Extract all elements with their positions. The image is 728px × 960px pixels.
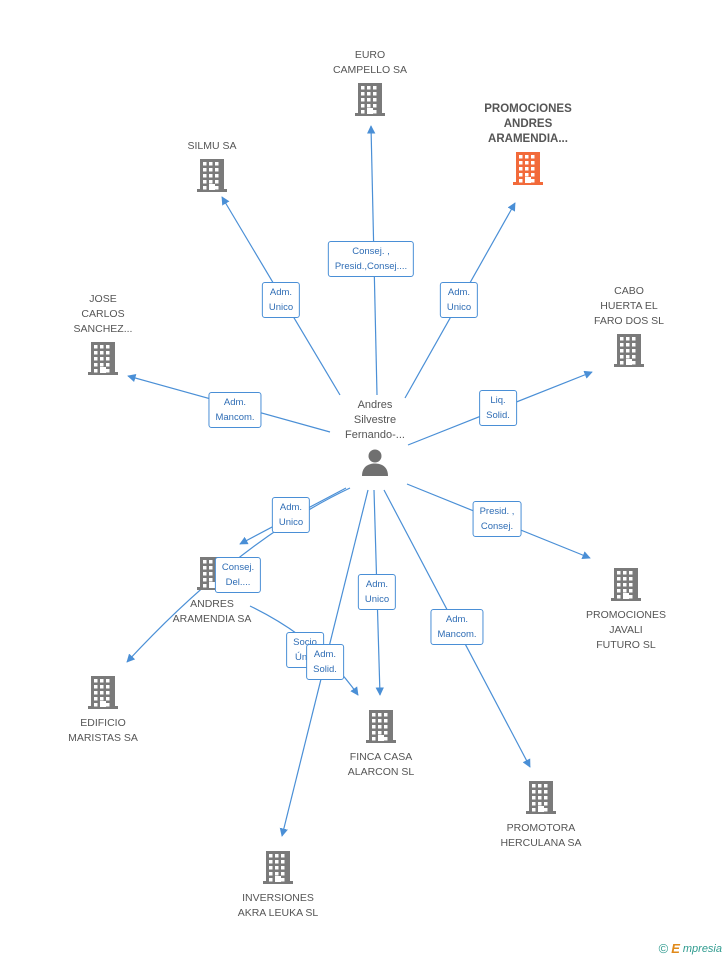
person-icon bbox=[362, 449, 388, 476]
company-node-promotora-herculana[interactable]: PROMOTORA HERCULANA SA bbox=[476, 776, 606, 851]
center-person-label: Andres Silvestre Fernando-... bbox=[345, 399, 405, 441]
company-label: INVERSIONES AKRA LEUKA SL bbox=[237, 892, 319, 919]
edge-label[interactable]: Consej. Del.... bbox=[214, 557, 262, 593]
company-node-promociones-andres[interactable]: PROMOCIONES ANDRES ARAMENDIA... bbox=[463, 102, 593, 190]
company-node-finca-casa[interactable]: FINCA CASA ALARCON SL bbox=[316, 705, 446, 780]
edge-label[interactable]: Adm. Unico bbox=[261, 282, 301, 318]
company-node-promociones-javali[interactable]: PROMOCIONES JAVALI FUTURO SL bbox=[561, 563, 691, 653]
building-icon bbox=[513, 147, 543, 190]
company-node-cabo-huerta[interactable]: CABO HUERTA EL FARO DOS SL bbox=[564, 284, 694, 372]
edge-label[interactable]: Adm. Unico bbox=[271, 497, 311, 533]
building-icon bbox=[88, 671, 118, 714]
company-label: JOSE CARLOS SANCHEZ... bbox=[73, 293, 133, 335]
company-label: PROMOTORA HERCULANA SA bbox=[500, 822, 582, 849]
building-icon bbox=[355, 78, 385, 121]
edge-label[interactable]: Presid. , Consej. bbox=[472, 501, 522, 537]
brand-name: mpresia bbox=[682, 942, 722, 955]
company-node-silmu[interactable]: SILMU SA bbox=[147, 139, 277, 197]
building-icon bbox=[366, 705, 396, 748]
building-icon bbox=[526, 776, 556, 819]
company-node-inversiones-akra[interactable]: INVERSIONES AKRA LEUKA SL bbox=[213, 846, 343, 921]
building-icon bbox=[197, 154, 227, 197]
company-label: FINCA CASA ALARCON SL bbox=[347, 751, 415, 778]
company-label: EDIFICIO MARISTAS SA bbox=[68, 717, 138, 744]
building-icon bbox=[88, 337, 118, 380]
edge-label[interactable]: Adm. Unico bbox=[357, 574, 397, 610]
copyright-symbol: © bbox=[658, 941, 669, 956]
company-node-edificio-maristas[interactable]: EDIFICIO MARISTAS SA bbox=[38, 671, 168, 746]
edge-label[interactable]: Adm. Solid. bbox=[306, 644, 344, 680]
building-icon bbox=[614, 329, 644, 372]
building-icon bbox=[263, 846, 293, 889]
edge-label[interactable]: Liq. Solid. bbox=[479, 390, 517, 426]
company-node-jose-carlos[interactable]: JOSE CARLOS SANCHEZ... bbox=[38, 292, 168, 380]
building-icon bbox=[611, 563, 641, 606]
edge-label[interactable]: Adm. Mancom. bbox=[208, 392, 262, 428]
company-label: SILMU SA bbox=[187, 140, 237, 152]
company-label: PROMOCIONES ANDRES ARAMENDIA... bbox=[484, 103, 572, 145]
company-node-andres-aramendia[interactable]: ANDRES ARAMENDIA SA bbox=[147, 552, 277, 627]
edge-label[interactable]: Adm. Mancom. bbox=[430, 609, 484, 645]
center-person[interactable]: Andres Silvestre Fernando-... bbox=[310, 398, 440, 477]
edge-label[interactable]: Consej. , Presid.,Consej.... bbox=[327, 241, 415, 277]
edge-label[interactable]: Adm. Unico bbox=[439, 282, 479, 318]
brand-initial: E bbox=[671, 941, 680, 956]
company-label: EURO CAMPELLO SA bbox=[332, 49, 408, 76]
company-label: CABO HUERTA EL FARO DOS SL bbox=[593, 285, 665, 327]
company-label: ANDRES ARAMENDIA SA bbox=[172, 598, 252, 625]
company-label: PROMOCIONES JAVALI FUTURO SL bbox=[586, 609, 666, 651]
company-node-euro-campello[interactable]: EURO CAMPELLO SA bbox=[305, 48, 435, 121]
